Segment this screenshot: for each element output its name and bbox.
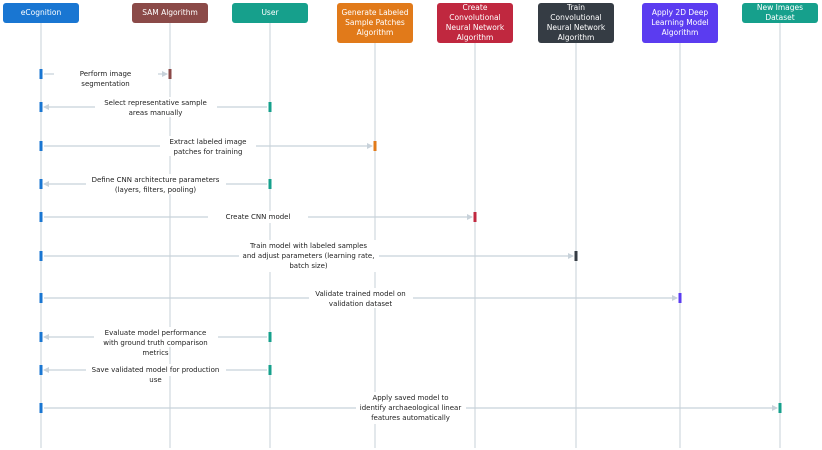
activation-bar: [678, 293, 682, 303]
activation-bar: [268, 365, 272, 375]
message-label: Save validated model for production use: [85, 364, 226, 384]
actor-box: eCognition: [3, 3, 79, 23]
activation-bar: [39, 251, 43, 261]
activation-bar: [39, 102, 43, 112]
activation-bar: [268, 179, 272, 189]
activation-bar: [39, 69, 43, 79]
message-label: Train model with labeled samples and adj…: [238, 240, 379, 272]
actor-box: Generate Labeled Sample Patches Algorith…: [337, 3, 413, 43]
activation-bar: [39, 212, 43, 222]
activation-bar: [268, 332, 272, 342]
activation-bar: [778, 403, 782, 413]
actor-box: Apply 2D Deep Learning Model Algorithm: [642, 3, 718, 43]
actor-box: User: [232, 3, 308, 23]
activation-bar: [39, 332, 43, 342]
message-label: Create CNN model: [208, 211, 308, 223]
actor-box: Create Convolutional Neural Network Algo…: [437, 3, 513, 43]
activation-bar: [39, 179, 43, 189]
actor-box: New Images Dataset: [742, 3, 818, 23]
activation-bar: [268, 102, 272, 112]
activation-bar: [39, 365, 43, 375]
activation-bar: [39, 403, 43, 413]
message-label: Define CNN architecture parameters (laye…: [85, 174, 226, 194]
message-label: Validate trained model on validation dat…: [308, 288, 413, 308]
message-label: Perform image segmentation: [53, 68, 158, 88]
message-label: Extract labeled image patches for traini…: [160, 136, 256, 156]
activation-bar: [39, 141, 43, 151]
activation-bar: [473, 212, 477, 222]
activation-bar: [373, 141, 377, 151]
activation-bar: [39, 293, 43, 303]
activation-bar: [574, 251, 578, 261]
message-label: Apply saved model to identify archaeolog…: [355, 392, 466, 424]
message-label: Select representative sample areas manua…: [94, 97, 217, 117]
actor-box: Train Convolutional Neural Network Algor…: [538, 3, 614, 43]
activation-bar: [168, 69, 172, 79]
actor-box: SAM Algorithm: [132, 3, 208, 23]
message-label: Evaluate model performance with ground t…: [93, 327, 218, 357]
